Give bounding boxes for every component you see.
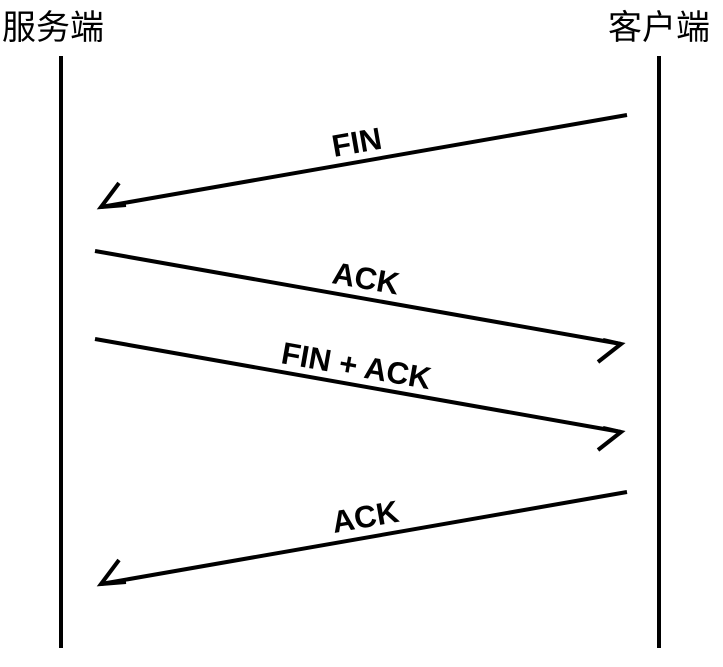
message-label-fin: FIN	[329, 121, 384, 164]
message-arrow-ack-1: ACK	[94, 249, 626, 364]
arrowhead-icon	[96, 558, 127, 587]
arrowhead-icon	[596, 426, 626, 452]
arrowhead-icon	[96, 181, 127, 210]
server-label: 服务端	[2, 8, 104, 48]
message-arrow-ack-2: ACK	[96, 490, 628, 587]
message-arrow-fin-ack: FIN + ACK	[94, 335, 626, 452]
message-arrow-fin: FIN	[96, 113, 628, 210]
arrowhead-icon	[596, 338, 626, 364]
client-label: 客户端	[608, 8, 710, 48]
